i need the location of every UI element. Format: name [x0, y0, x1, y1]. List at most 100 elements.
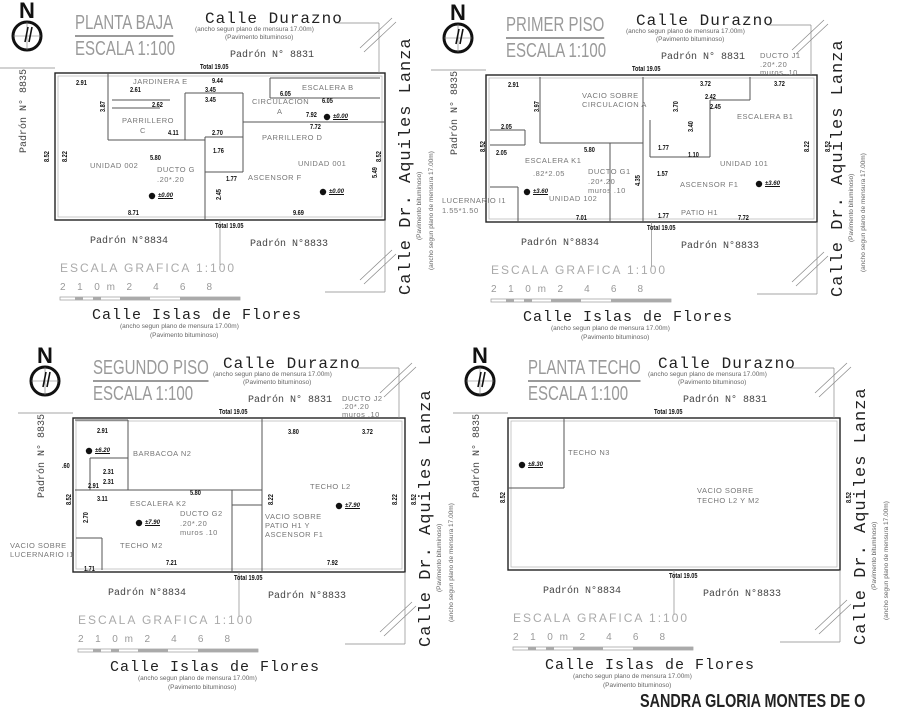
plan-drawing [431, 19, 829, 303]
scale-bar-segment [75, 297, 83, 300]
street-corner-line [379, 601, 413, 633]
level-label: ±7.90 [145, 520, 160, 526]
room-label: UNIDAD 001 [298, 159, 347, 168]
street-right-note: (ancho segun plano de mensura 17.00m) [448, 503, 455, 622]
level-marker-icon [523, 188, 531, 196]
dimension-label: 1.77 [658, 145, 669, 152]
room-label: muros .10 [342, 410, 380, 419]
scale-bar-segment [198, 649, 228, 652]
dimension-label: 2.31 [103, 479, 114, 486]
scale-graphic-label: ESCALA GRAFICA 1:100 [491, 263, 668, 277]
street-top-note: (Pavimento bituminoso) [243, 379, 312, 386]
dimension-label: 6.05 [322, 98, 333, 105]
room-label: UNIDAD 102 [549, 194, 598, 203]
dimension-label: 2.45 [710, 104, 721, 111]
padron-top: Padrón N° 8831 [661, 52, 746, 63]
level-marker-icon [85, 447, 93, 455]
room-label: muros .10 [760, 68, 798, 77]
plan-scale: ESCALA 1:100 [506, 40, 607, 62]
room-label: VACIO SOBRE [265, 512, 322, 521]
compass-needle [24, 26, 29, 43]
compass-north-label: N [450, 0, 466, 25]
compass-north-label: N [19, 0, 35, 23]
room-label: muros .10 [588, 186, 626, 195]
street-bottom-note: (ancho segun plano de mensura 17.00m) [138, 675, 257, 682]
dimension-label: 2.91 [508, 82, 519, 89]
dimension-label: 5.80 [584, 147, 595, 154]
level-marker-icon [518, 461, 526, 469]
street-bottom-name: Calle Islas de Flores [110, 659, 321, 676]
street-corner-line [363, 21, 397, 53]
compass-needle [455, 28, 460, 45]
room-label: VACIO SOBRE [10, 541, 67, 550]
dimension-label: 4.11 [168, 130, 179, 137]
room-label: PATIO H1 [681, 208, 719, 217]
lot-boundary [485, 74, 818, 223]
wall-inner-line [57, 75, 383, 218]
total-bottom-dimension: Total 19.05 [234, 575, 263, 582]
street-top-note: (Pavimento bituminoso) [678, 379, 747, 386]
padron-left: Padrón N° 8835 [472, 413, 483, 498]
dimension-label: 8.52 [480, 141, 487, 152]
padron-top: Padrón N° 8831 [230, 50, 315, 61]
street-bottom-note: (ancho segun plano de mensura 17.00m) [551, 325, 670, 332]
padron-bottom-left: Padrón N°8834 [543, 586, 622, 597]
room-label: ASCENSOR F1 [680, 180, 739, 189]
dimension-label: 3.40 [688, 121, 695, 132]
room-label: DUCTO G1 [588, 167, 631, 176]
padron-left: Padrón N° 8835 [450, 70, 461, 155]
street-top-note: (Pavimento bituminoso) [225, 34, 294, 41]
street-right-name: Calle Dr. Aquiles Lanza [829, 39, 848, 297]
scale-graphic-label: ESCALA GRAFICA 1:100 [60, 261, 237, 275]
total-bottom-dimension: Total 19.05 [215, 223, 244, 230]
level-label: ±3.60 [533, 189, 548, 195]
room-label: UNIDAD 101 [720, 159, 769, 168]
padron-bottom-right: Padrón N°8833 [268, 591, 347, 602]
scale-bar-segment [641, 299, 671, 302]
dimension-label: 8.22 [268, 494, 275, 505]
scale-ticks: 2 1 0 m 2 4 6 8 [78, 634, 233, 645]
total-bottom-dimension: Total 19.05 [646, 225, 676, 232]
dimension-label: 8.52 [411, 494, 418, 505]
scale-bar-segment [93, 297, 101, 300]
dimension-label: 7.72 [738, 215, 749, 222]
padron-top: Padrón N° 8831 [683, 395, 768, 406]
room-label: 1.55*1.50 [442, 206, 479, 215]
street-top-note: (ancho segun plano de mensura 17.00m) [213, 371, 332, 378]
dimension-label: 8.52 [825, 141, 832, 152]
street-right-note: (ancho segun plano de mensura 17.00m) [860, 153, 867, 272]
scale-bar-segment [180, 297, 210, 300]
room-label: CIRCULACION A [582, 100, 647, 109]
room-label: VACIO SOBRE [582, 91, 639, 100]
street-corner-line [814, 362, 848, 394]
street-corner-line [814, 599, 848, 631]
scale-ticks: 2 1 0 m 2 4 6 8 [513, 632, 668, 643]
street-bottom-note: (Pavimento bituminoso) [581, 334, 650, 341]
room-label: JARDINERA E [133, 77, 188, 86]
dimension-label: 3.72 [362, 429, 373, 436]
dimension-label: 2.91 [97, 428, 108, 435]
dimension-label: 3.45 [205, 87, 216, 94]
plan-scale: ESCALA 1:100 [75, 38, 176, 60]
padron-left: Padrón N° 8835 [19, 68, 30, 153]
street-right-note: (Pavimento bituminoso) [436, 523, 443, 592]
compass-north-label: N [472, 343, 488, 368]
dimension-label: 5.80 [190, 490, 201, 497]
street-bottom-note: (Pavimento bituminoso) [603, 682, 672, 689]
compass-needle [459, 28, 464, 45]
dimension-label: 7.72 [310, 124, 321, 131]
scale-bar-segment [111, 649, 119, 652]
plan-title: PLANTA BAJA [75, 13, 174, 37]
wall-inner-line [510, 420, 838, 568]
room-label: DUCTO J1 [760, 51, 801, 60]
room-label: DUCTO G2 [180, 509, 223, 518]
plan-title: PRIMER PISO [506, 15, 605, 39]
dimension-label: 5.49 [372, 167, 379, 178]
street-bottom-name: Calle Islas de Flores [92, 307, 303, 324]
room-label: DUCTO G [157, 165, 195, 174]
dimension-label: 9.69 [293, 210, 304, 217]
scale-bar-segment [93, 649, 101, 652]
